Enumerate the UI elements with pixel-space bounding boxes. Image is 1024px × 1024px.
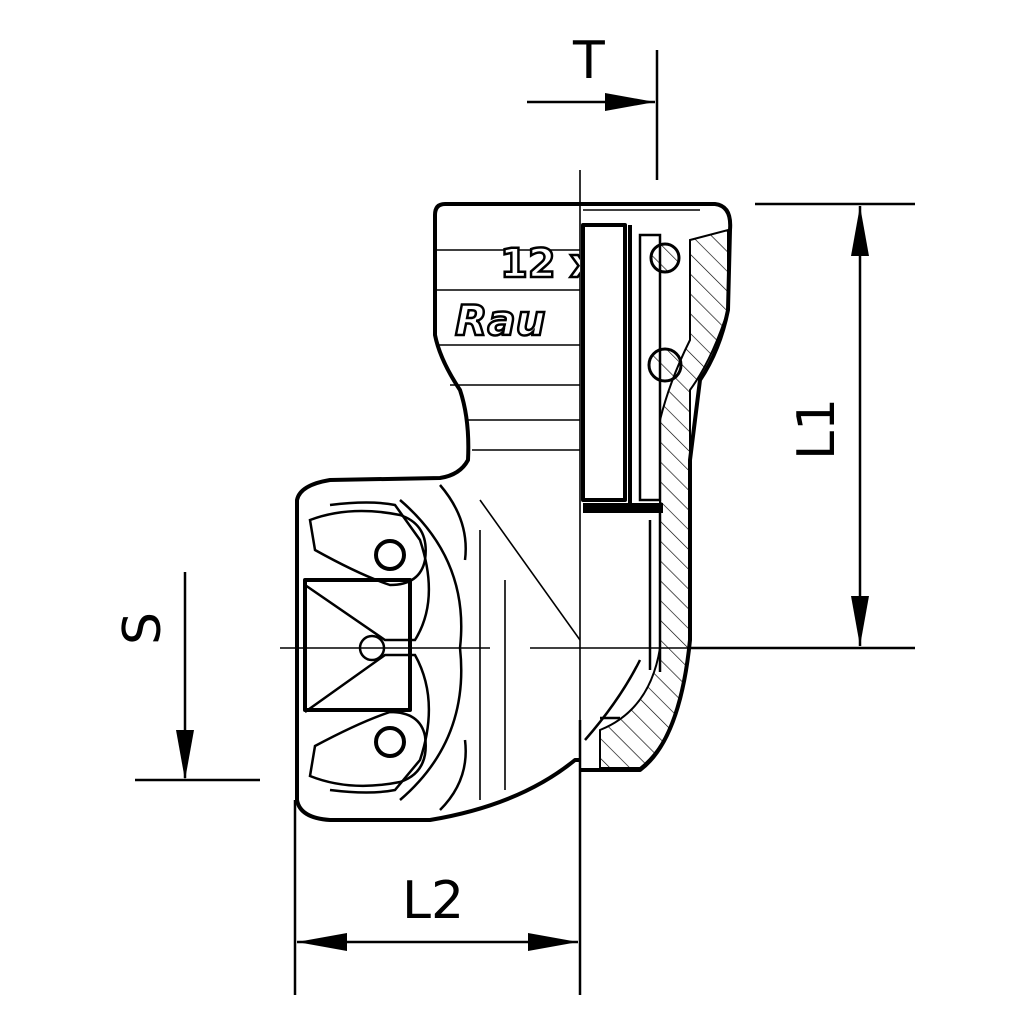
dimension-t: T [527,31,659,180]
size-marking: 12 x [500,241,596,287]
t-arrowhead [605,93,655,111]
fitting-markings: 12 x Rau [454,240,596,347]
fitting-exterior-view [295,202,580,822]
l2-label: L2 [402,871,464,931]
dimension-s: S [113,572,260,782]
l1-arrowhead-bottom [851,596,869,646]
fitting-section-view [580,202,733,772]
l1-arrowhead-top [851,206,869,256]
l1-label: L1 [787,398,847,460]
center-lines [280,170,700,770]
l2-arrowhead-left [297,933,347,951]
dimension-l2: L2 [293,720,582,995]
brand-marking: Rau [455,296,546,345]
dimension-l1: L1 [690,202,915,650]
l2-arrowhead-right [528,933,578,951]
s-label: S [113,612,173,645]
s-arrowhead [176,730,194,780]
t-label: T [572,31,605,91]
